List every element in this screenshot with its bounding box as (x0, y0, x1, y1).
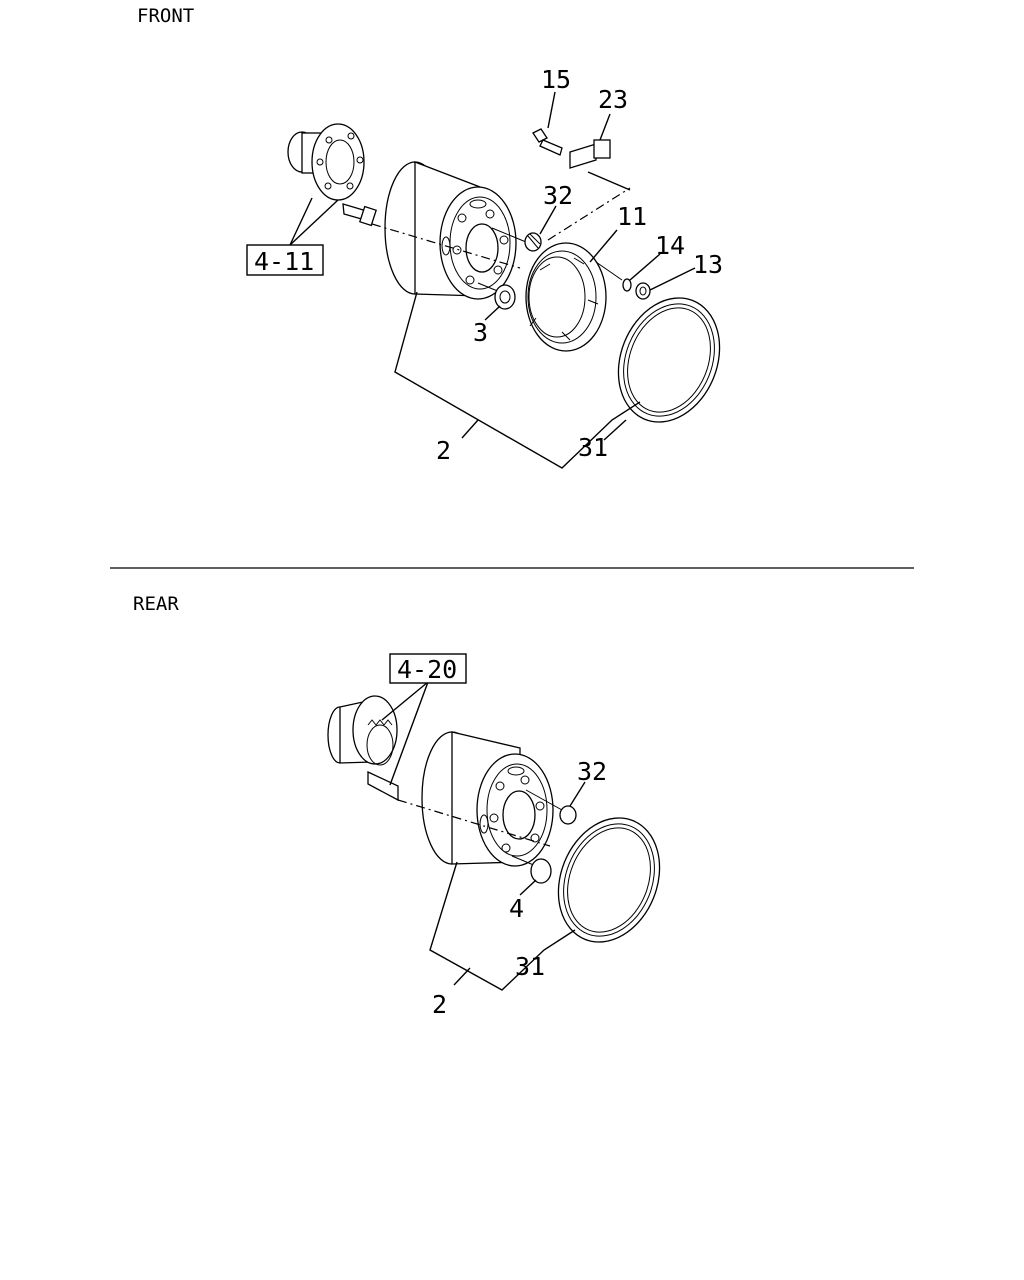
front-callout-14: 14 (655, 231, 685, 260)
front-wheel-cover-11-illustration (525, 242, 607, 352)
rear-wheel-nut-32-illustration (525, 789, 577, 825)
rear-section-title: REAR (133, 593, 179, 615)
front-hub-ref: 4-11 (254, 247, 314, 276)
front-section: FRONT (137, 5, 723, 469)
rear-hub-ref: 4-20 (397, 655, 457, 684)
front-ring-31-illustration (617, 297, 721, 423)
rear-hub-ref-box (389, 653, 467, 684)
rear-section: REAR (133, 593, 661, 1019)
front-callout-32: 32 (543, 181, 573, 210)
front-washer-14-illustration (595, 261, 632, 292)
front-bracket-23-illustration (569, 139, 611, 169)
front-callout-23: 23 (598, 85, 628, 114)
front-section-title: FRONT (137, 5, 194, 27)
front-wheel-nut-32-illustration (491, 227, 542, 252)
front-bolt-15-illustration (532, 128, 563, 156)
front-hub-ref-box (246, 244, 324, 276)
front-nut-13-illustration (635, 282, 651, 300)
rear-ring-31-illustration (557, 817, 661, 943)
front-wheel-nut-3-illustration (477, 282, 516, 310)
rear-callout-4: 4 (509, 894, 524, 923)
rear-callout-32: 32 (577, 757, 607, 786)
front-callout-11: 11 (617, 202, 647, 231)
front-callout-15: 15 (541, 65, 571, 94)
rear-hub-illustration (327, 695, 398, 766)
rear-wheel-illustration (421, 731, 554, 867)
front-hub-illustration (287, 123, 365, 201)
rear-callout-2: 2 (432, 990, 447, 1019)
front-callout-31: 31 (578, 433, 608, 462)
front-hub-bolt-illustration (342, 203, 377, 227)
rear-wheel-nut-4-illustration (511, 855, 552, 884)
front-callout-2: 2 (436, 436, 451, 465)
front-wheel-illustration (384, 161, 517, 300)
front-callout-3: 3 (473, 318, 488, 347)
rear-callout-31: 31 (515, 952, 545, 981)
front-callout-13: 13 (693, 250, 723, 279)
